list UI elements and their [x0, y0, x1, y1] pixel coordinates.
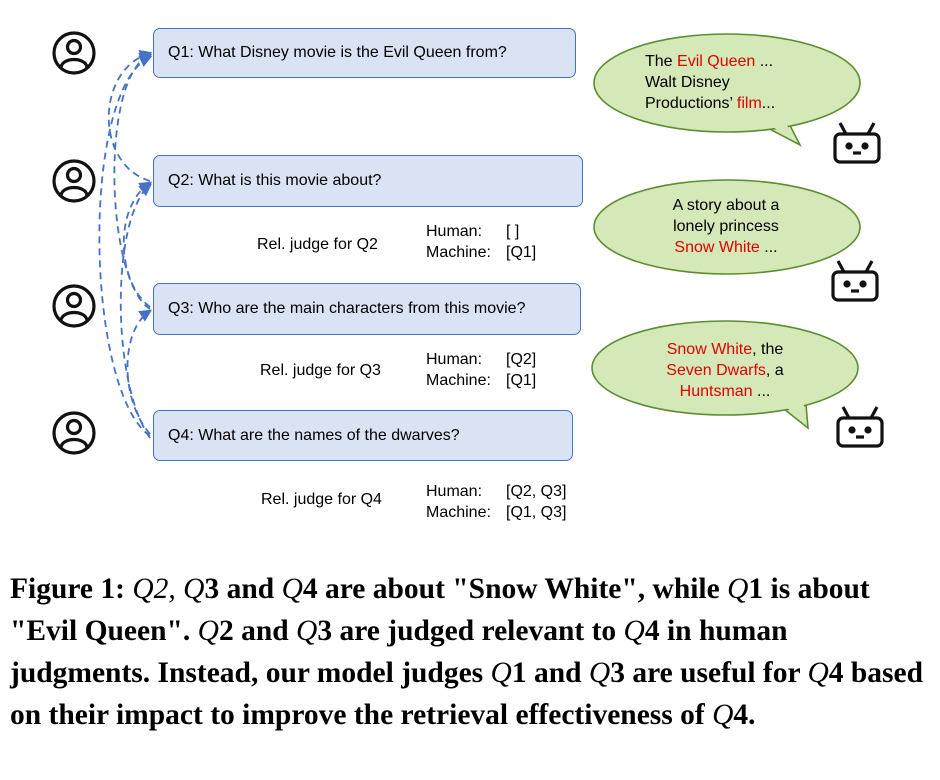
answer-bubble-2 [593, 179, 861, 275]
answer-text-2: A story about a lonely princess Snow Whi… [672, 197, 780, 256]
human-value: [Q2] [506, 351, 537, 368]
highlight-entity: film [736, 95, 762, 112]
machine-value: [Q1] [506, 244, 537, 261]
answer-bubble-1 [593, 33, 861, 147]
answer-text-3: Snow White, the Seven Dwarfs, a Huntsman… [666, 341, 784, 400]
highlight-entity: Snow White [666, 341, 753, 358]
figure-caption: Figure 1: Q2, Q3 and Q4 are about "Snow … [10, 573, 924, 731]
machine-value: [Q1, Q3] [506, 504, 567, 521]
rel-judge-label-q2: Rel. judge for Q2 [257, 236, 378, 253]
answer-text-1: The Evil Queen ... Walt Disney Productio… [645, 53, 776, 112]
judgment-q4: Human: [Q2, Q3] Machine: [Q1, Q3] [426, 481, 566, 523]
question-box-q2: Q2: What is this movie about? [153, 155, 583, 207]
diagram-canvas [52, 31, 884, 455]
question-text: Q3: Who are the main characters from thi… [168, 300, 526, 317]
judgment-q3: Human: [Q2] Machine: [Q1] [426, 349, 536, 391]
rel-judge-label-q4: Rel. judge for Q4 [261, 491, 382, 508]
answer-bubble-3 [591, 320, 859, 430]
question-text: Q1: What Disney movie is the Evil Queen … [168, 44, 507, 61]
robot-icon [833, 122, 881, 164]
machine-label: Machine: [426, 244, 491, 261]
human-label: Human: [426, 351, 483, 368]
machine-label: Machine: [426, 504, 491, 521]
question-box-q4: Q4: What are the names of the dwarves? [153, 410, 573, 461]
robot-icon [831, 260, 879, 302]
user-icon [52, 31, 96, 75]
question-text: Q2: What is this movie about? [168, 172, 382, 189]
highlight-entity: Evil Queen [677, 53, 756, 70]
rel-judge-label-q3: Rel. judge for Q3 [260, 362, 381, 379]
user-icon [52, 159, 96, 203]
highlight-entity: Seven Dwarfs [666, 362, 766, 379]
human-value: [Q2, Q3] [506, 483, 567, 500]
machine-label: Machine: [426, 372, 491, 389]
user-icon [52, 411, 96, 455]
question-box-q3: Q3: Who are the main characters from thi… [153, 283, 581, 335]
human-value: [ ] [506, 223, 520, 240]
human-label: Human: [426, 483, 483, 500]
human-label: Human: [426, 223, 483, 240]
question-text: Q4: What are the names of the dwarves? [168, 426, 460, 444]
robot-icon [836, 406, 884, 448]
highlight-entity: Snow White [674, 239, 760, 256]
user-icon [52, 284, 96, 328]
dependency-arrows [98, 49, 153, 439]
judgment-q2: Human: [ ] Machine: [Q1] [426, 221, 536, 263]
highlight-entity: Huntsman [679, 383, 753, 400]
question-box-q1: Q1: What Disney movie is the Evil Queen … [153, 28, 576, 78]
machine-value: [Q1] [506, 372, 537, 389]
